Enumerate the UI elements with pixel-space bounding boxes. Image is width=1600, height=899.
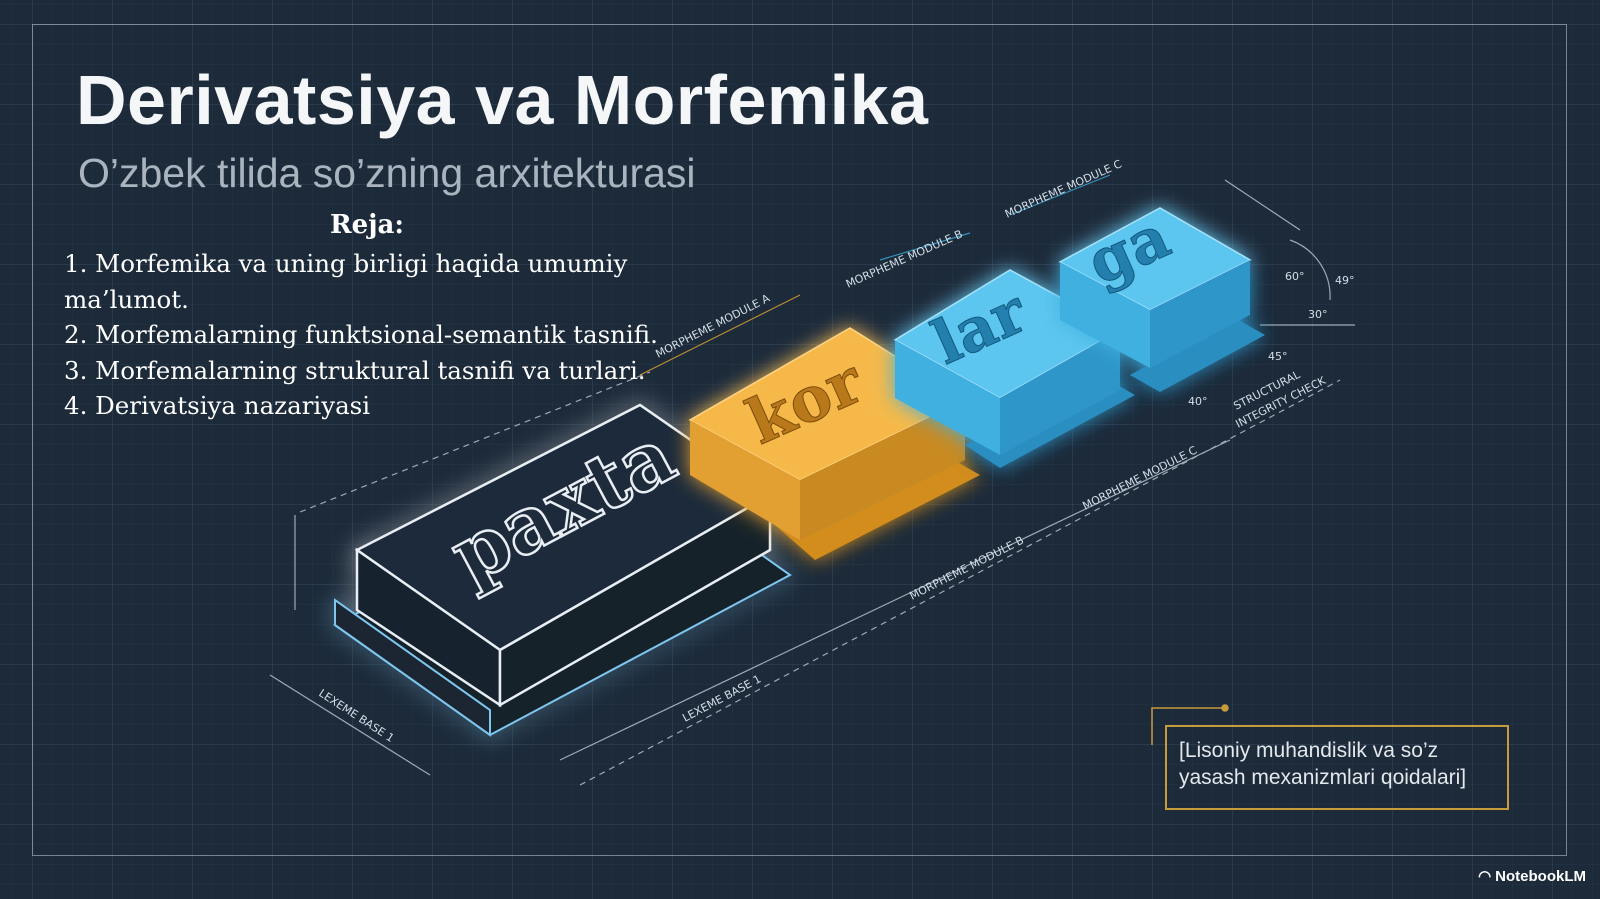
label-module-c-bottom: MORPHEME MODULE C: [1080, 444, 1199, 513]
label-lexeme-base-left: LEXEME BASE 1: [316, 687, 396, 745]
plan-heading: Reja:: [330, 210, 405, 240]
plan-item: 1. Morfemika va uning birligi haqida umu…: [64, 249, 628, 314]
label-module-b-top: MORPHEME MODULE B: [844, 227, 965, 290]
label-angle-60: 60°: [1285, 270, 1305, 283]
brand-label: NotebookLM: [1495, 868, 1586, 885]
plan-item: 3. Morfemalarning struktural tasnifi va …: [64, 355, 646, 385]
plan-item: 4. Derivatsiya nazariyasi: [64, 391, 371, 420]
blueprint-frame: [32, 24, 1567, 856]
note-line-2: yasash mexanizmlari qoidalari]: [1179, 766, 1467, 789]
label-angle-49: 49°: [1335, 274, 1355, 287]
notebooklm-brand: ◠NotebookLM: [1478, 867, 1586, 885]
notebooklm-logo-icon: ◠: [1478, 868, 1492, 885]
label-module-b-bottom: MORPHEME MODULE B: [907, 534, 1026, 603]
page-subtitle: O’zbek tilida so’zning arxitekturasi: [78, 150, 696, 196]
block-paxta: [333, 403, 792, 737]
dimension-lines: [269, 174, 1355, 786]
plan-list: 1. Morfemika va uning birligi haqida umu…: [64, 246, 704, 424]
label-module-c-top: MORPHEME MODULE C: [1003, 157, 1124, 220]
label-angle-45: 45°: [1268, 350, 1288, 363]
label-angle-40: 40°: [1188, 395, 1208, 408]
plan-item: 2. Morfemalarning funktsional-semantik t…: [64, 320, 658, 349]
note-line-1: [Lisoniy muhandislik va so’z: [1179, 739, 1439, 762]
block-ga: [1058, 207, 1265, 392]
label-angle-30: 30°: [1308, 308, 1328, 321]
note-decoration: [1151, 704, 1229, 745]
page-title: Derivatsiya va Morfemika: [76, 61, 929, 139]
note-box: [Lisoniy muhandislik va so’z yasash mexa…: [1165, 725, 1509, 810]
label-lexeme-base-right: LEXEME BASE 1: [680, 672, 763, 724]
